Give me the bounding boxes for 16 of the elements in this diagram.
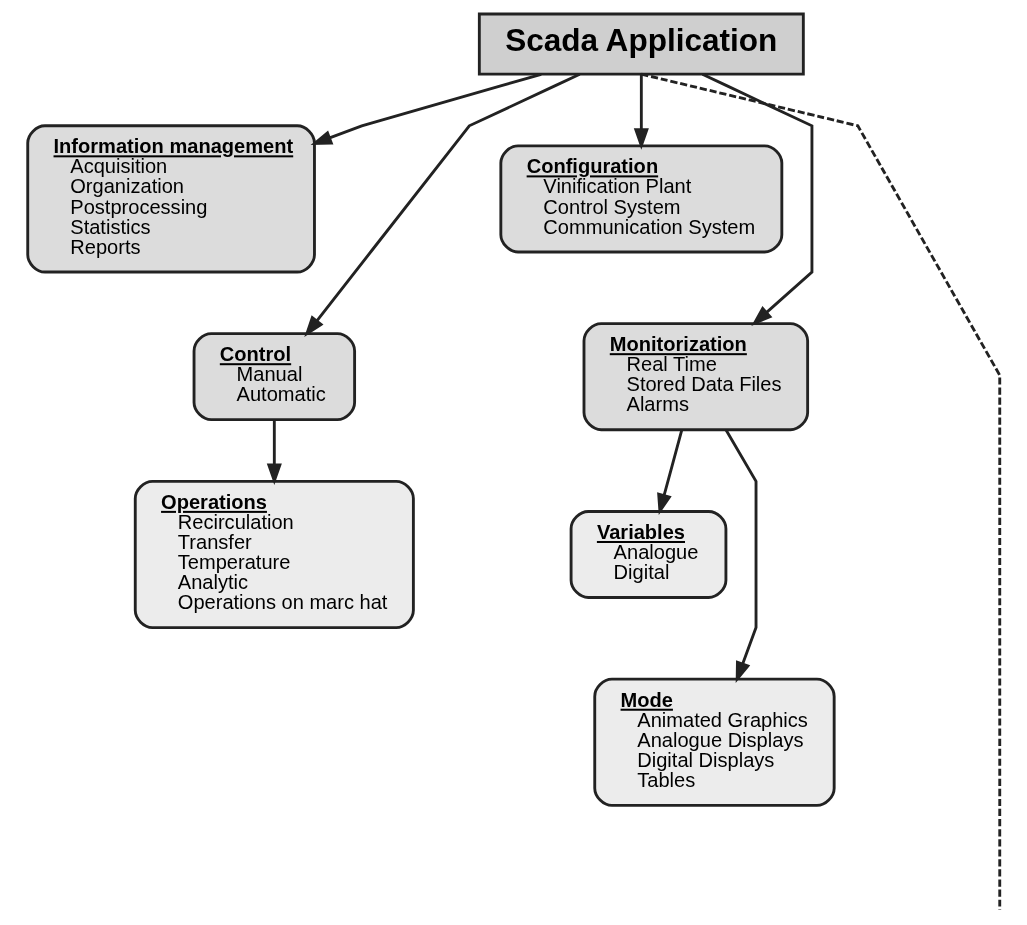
arrow: [633, 74, 649, 150]
node-box: Operations Recirculation Transfer Temperature Analytic Operations on marc hat: [133, 479, 415, 629]
node-box: Monitorization Real Time Stored Data Files Alarms: [582, 322, 809, 432]
node-box: Mode Animated Graphics Analogue Displays Digital Displays Tables: [592, 677, 836, 807]
node-box: Variables Analogue Digital: [569, 510, 727, 599]
node-box: Information management Acquisition Organization Postprocessing Statistics Reports: [25, 124, 316, 274]
arrow: [310, 72, 542, 146]
node-box: Control Manual Automatic: [192, 332, 356, 422]
connector: [640, 72, 1001, 910]
arrow: [303, 72, 580, 337]
arrow: [656, 429, 683, 516]
arrow: [724, 429, 757, 683]
node-box: Configuration Vinification Plant Control System Communication System: [498, 144, 783, 254]
node-box: Scada Application: [477, 12, 805, 76]
arrow: [266, 420, 282, 486]
arrow: [701, 72, 813, 326]
